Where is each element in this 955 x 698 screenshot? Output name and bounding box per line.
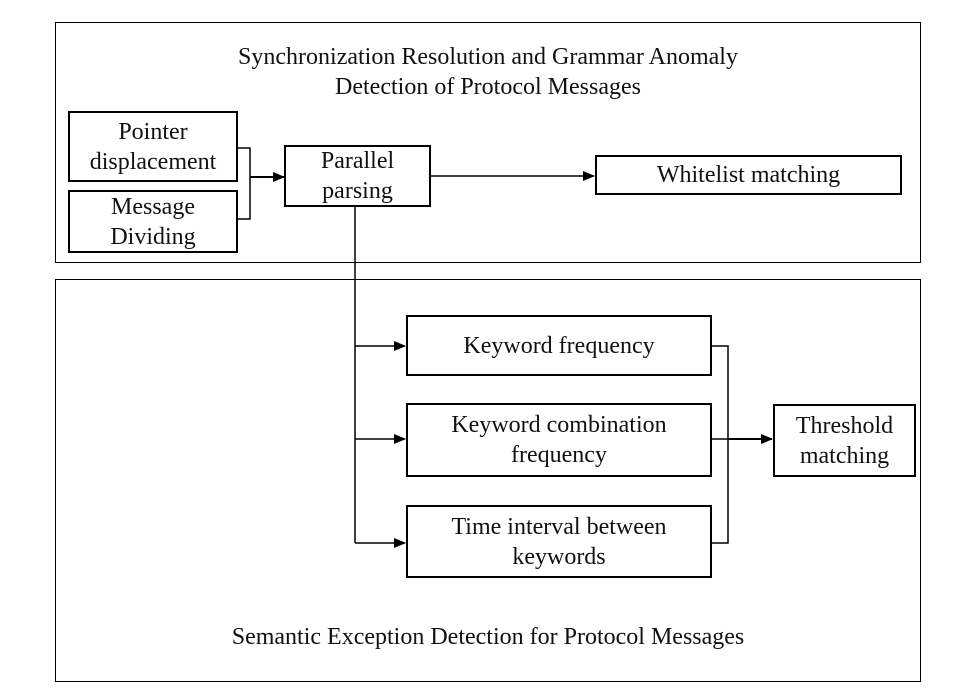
message-dividing-label: Message Dividing xyxy=(68,190,238,253)
grammar-anomaly-section xyxy=(55,22,921,263)
parallel-parsing-line-2: parsing xyxy=(322,178,393,204)
time-interval-line-1: Time interval between xyxy=(451,513,667,540)
pointer-displacement-box xyxy=(68,111,238,182)
whitelist-matching-line: Whitelist matching xyxy=(656,162,841,188)
threshold-matching-line-2: matching xyxy=(799,442,890,469)
keyword-combination-box xyxy=(406,403,712,477)
whitelist-matching-label: Whitelist matching xyxy=(595,155,902,195)
time-interval-box xyxy=(406,505,712,578)
keyword-frequency-box xyxy=(406,315,712,376)
keyword-combination-label: Keyword combination frequency xyxy=(406,403,712,477)
feature-merge-bracket xyxy=(712,345,729,544)
keyword-frequency-label: Keyword frequency xyxy=(406,315,712,376)
time-interval-label: Time interval between keywords xyxy=(406,505,712,578)
semantic-section-title: Semantic Exception Detection for Protoco… xyxy=(105,620,871,654)
parallel-parsing-box xyxy=(284,145,431,207)
message-dividing-box xyxy=(68,190,238,253)
pointer-displacement-line-1: Pointer xyxy=(118,118,188,145)
keyword-combination-line-2: frequency xyxy=(511,442,607,468)
keyword-frequency-line: Keyword frequency xyxy=(463,332,655,359)
parallel-parsing-label: Parallel parsing xyxy=(284,145,431,207)
pointer-displacement-line-2: displacement xyxy=(89,148,217,175)
grammar-section-title-line-1: Synchronization Resolution and Grammar A… xyxy=(238,44,738,70)
grammar-section-title: Synchronization Resolution and Grammar A… xyxy=(105,40,871,104)
time-interval-line-2: keywords xyxy=(512,543,606,570)
semantic-exception-section xyxy=(55,279,921,682)
keyword-combination-line-1: Keyword combination xyxy=(451,412,667,438)
parallel-parsing-line-1: Parallel xyxy=(320,148,395,174)
input-merge-bracket xyxy=(238,147,251,220)
pointer-displacement-label: Pointer displacement xyxy=(68,111,238,182)
threshold-matching-line-1: Threshold xyxy=(795,412,894,439)
threshold-matching-box xyxy=(773,404,916,477)
semantic-section-title-line: Semantic Exception Detection for Protoco… xyxy=(231,624,745,650)
grammar-section-title-line-2: Detection of Protocol Messages xyxy=(335,74,641,100)
message-dividing-line-2: Dividing xyxy=(110,223,196,250)
threshold-matching-label: Threshold matching xyxy=(773,404,916,477)
message-dividing-line-1: Message xyxy=(111,193,195,220)
whitelist-matching-box xyxy=(595,155,902,195)
